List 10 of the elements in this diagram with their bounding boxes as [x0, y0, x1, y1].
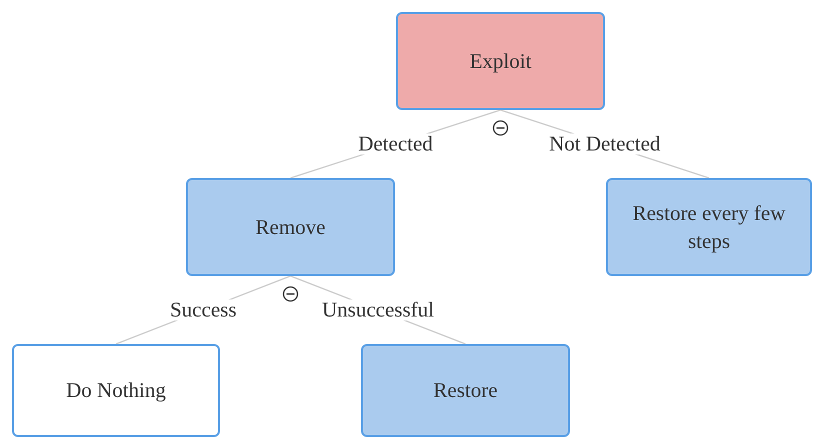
process-box	[396, 12, 605, 110]
node-text: Exploit	[470, 48, 532, 75]
process-box	[606, 178, 812, 276]
node-text: Do Nothing	[66, 377, 166, 404]
process-box	[361, 344, 570, 437]
node-text: Restore every few steps	[632, 200, 786, 255]
node-text: Remove	[256, 214, 326, 241]
node-text: Restore	[433, 377, 498, 404]
process-box	[12, 344, 220, 437]
process-box	[186, 178, 395, 276]
